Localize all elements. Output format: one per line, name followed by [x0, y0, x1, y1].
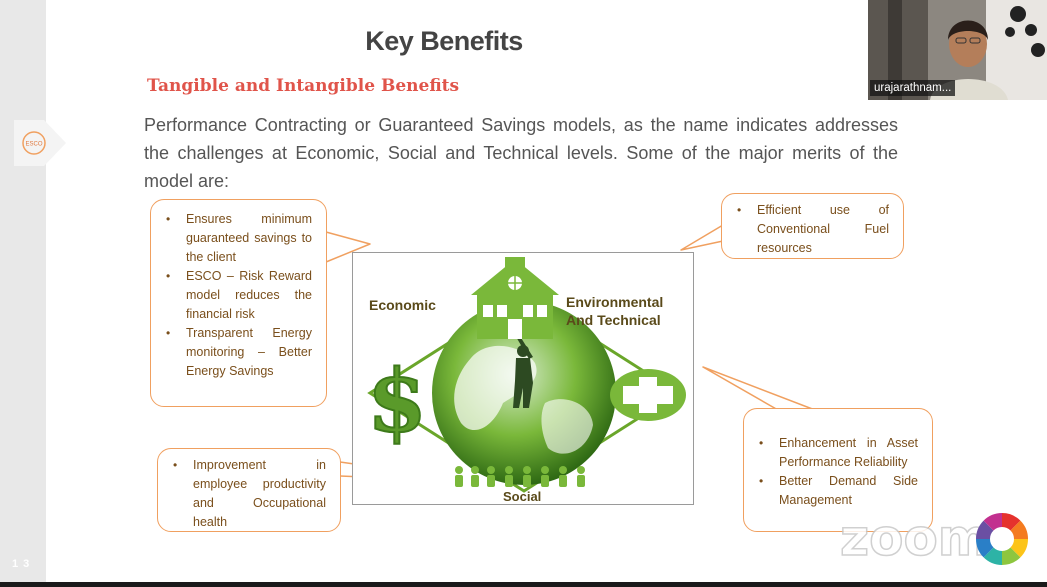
callout-technical-item: Enhancement in Asset Performance Reliabi…	[756, 434, 918, 472]
people-row-icon	[455, 466, 585, 487]
zoom-watermark-text: zoom	[840, 509, 990, 567]
logo-text: ESCO	[25, 142, 42, 148]
svg-text:$: $	[367, 351, 427, 452]
intro-paragraph: Performance Contracting or Guaranteed Sa…	[144, 115, 898, 191]
zoom-logo-icon: zoom	[839, 508, 1028, 568]
esco-logo-icon: ESCO	[14, 120, 66, 166]
diagram-graphic: $	[366, 257, 686, 493]
slide-left-strip	[0, 0, 46, 587]
callout-economic-item: Transparent Energy monitoring – Better E…	[163, 324, 312, 381]
slide-title: Key Benefits	[365, 26, 523, 56]
callout-technical: Enhancement in Asset Performance Reliabi…	[743, 408, 933, 532]
person-figure-icon	[513, 333, 533, 408]
participant-name-label: urajarathnam...	[870, 80, 956, 96]
participant-video-tile[interactable]: urajarathnam...	[868, 0, 1047, 100]
connector-technical	[702, 366, 816, 411]
connector-environmental	[680, 224, 724, 251]
benefits-diagram: $ Economic Environmental A	[352, 252, 694, 505]
slide-subtitle: Tangible and Intangible Benefits	[147, 76, 460, 96]
label-environmental: Environmental And Technical	[566, 293, 663, 329]
slide-number: 1 3	[12, 558, 31, 570]
dollar-icon: $	[366, 350, 428, 453]
medical-plus-icon	[610, 369, 686, 421]
label-environmental-line1: Environmental	[566, 294, 664, 310]
callout-economic-item: ESCO – Risk Reward model reduces the fin…	[163, 267, 312, 324]
callout-environmental-item: Efficient use of Conventional Fuel resou…	[734, 201, 889, 258]
label-social: Social	[503, 489, 542, 504]
callout-economic: Ensures minimum guaranteed savings to th…	[150, 199, 327, 407]
callout-technical-item: Better Demand Side Management	[756, 472, 918, 510]
callout-social: Improvement in employee productivity and…	[157, 448, 341, 532]
callout-environmental: Efficient use of Conventional Fuel resou…	[721, 193, 904, 259]
bottom-bar	[0, 582, 1047, 587]
label-economic: Economic	[369, 297, 436, 313]
label-environmental-line2: And Technical	[566, 312, 661, 328]
house-icon	[471, 257, 559, 339]
callout-economic-item: Ensures minimum guaranteed savings to th…	[163, 210, 312, 267]
diamond-frame	[367, 293, 681, 493]
callout-social-item: Improvement in employee productivity and…	[170, 456, 326, 532]
